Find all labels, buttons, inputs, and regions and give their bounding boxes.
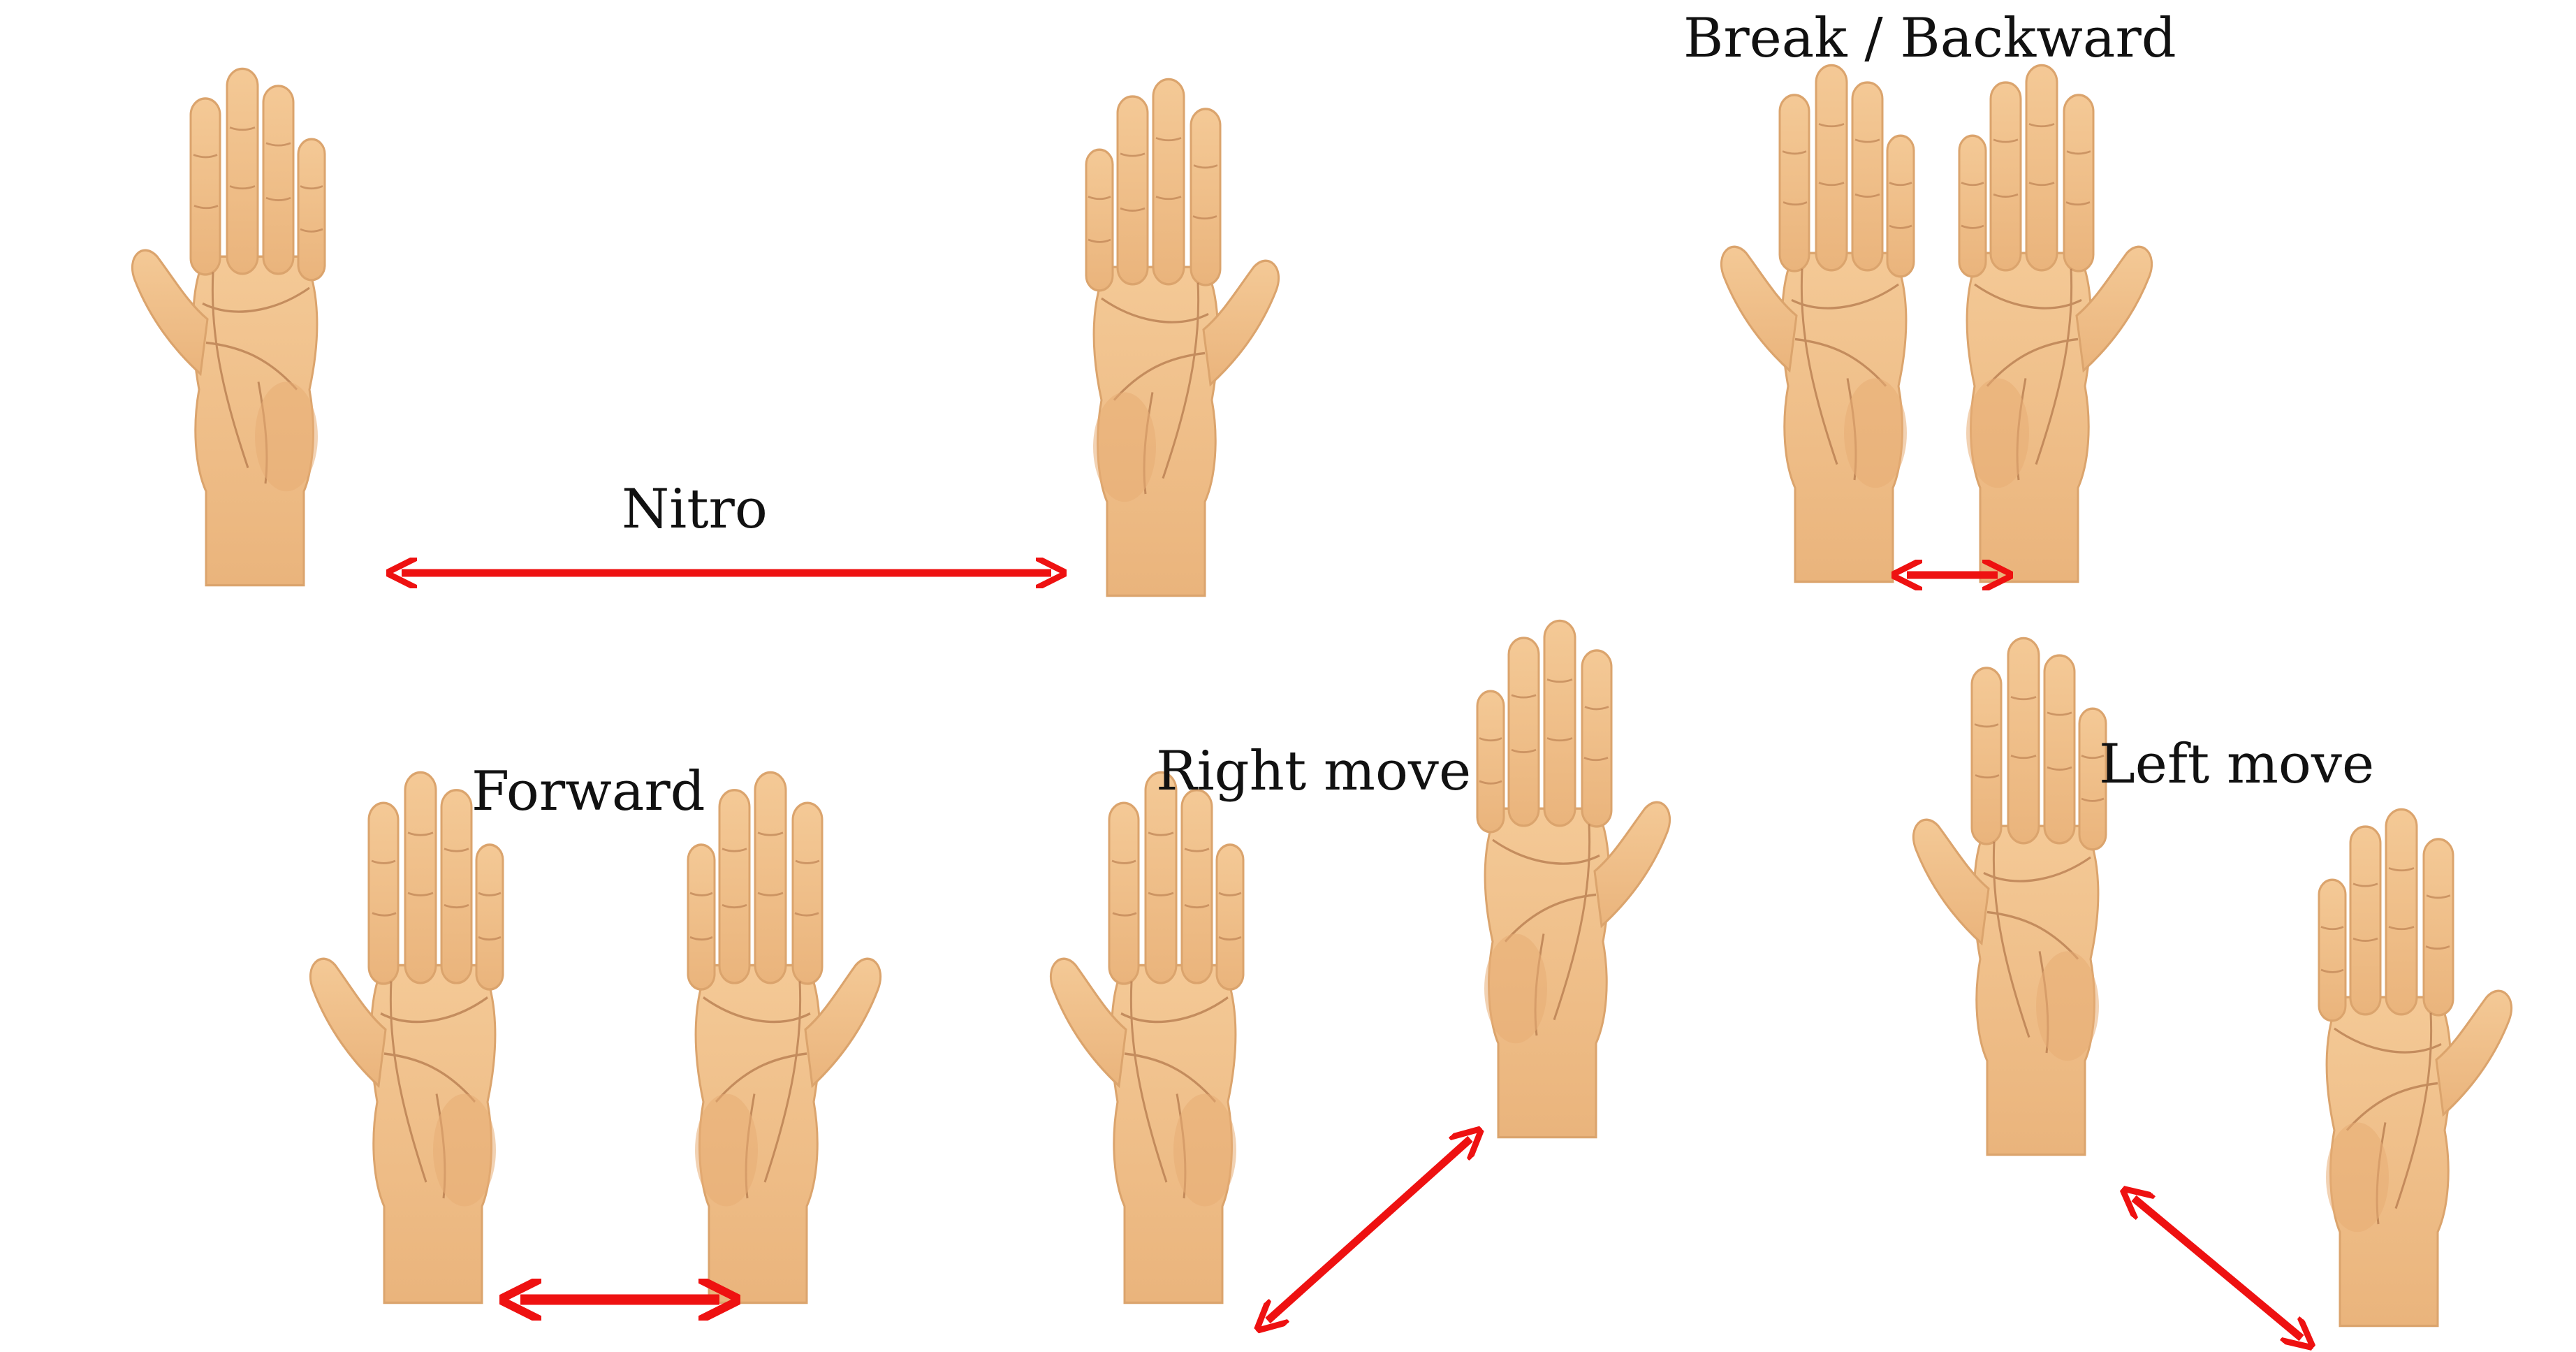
arrow-left-move	[2134, 1198, 2301, 1338]
label-right-move: Right move	[1156, 740, 1472, 803]
hand-right-move-low	[1049, 771, 1245, 1304]
label-nitro: Nitro	[622, 478, 768, 541]
label-forward: Forward	[471, 760, 705, 823]
label-break-backward: Break / Backward	[1683, 7, 2176, 70]
hand-forward-left	[309, 771, 504, 1304]
hand-break-left	[1720, 64, 1915, 583]
hand-left-move-low	[2318, 808, 2513, 1328]
hand-right-move-high	[1476, 619, 1671, 1139]
hand-nitro-right	[1085, 78, 1280, 597]
hand-break-right	[1958, 64, 2153, 583]
label-left-move: Left move	[2099, 733, 2375, 796]
hand-nitro-left	[131, 67, 326, 587]
hand-left-move-high	[1912, 637, 2107, 1156]
arrow-right-move	[1268, 1139, 1470, 1321]
hand-forward-right	[687, 771, 882, 1304]
